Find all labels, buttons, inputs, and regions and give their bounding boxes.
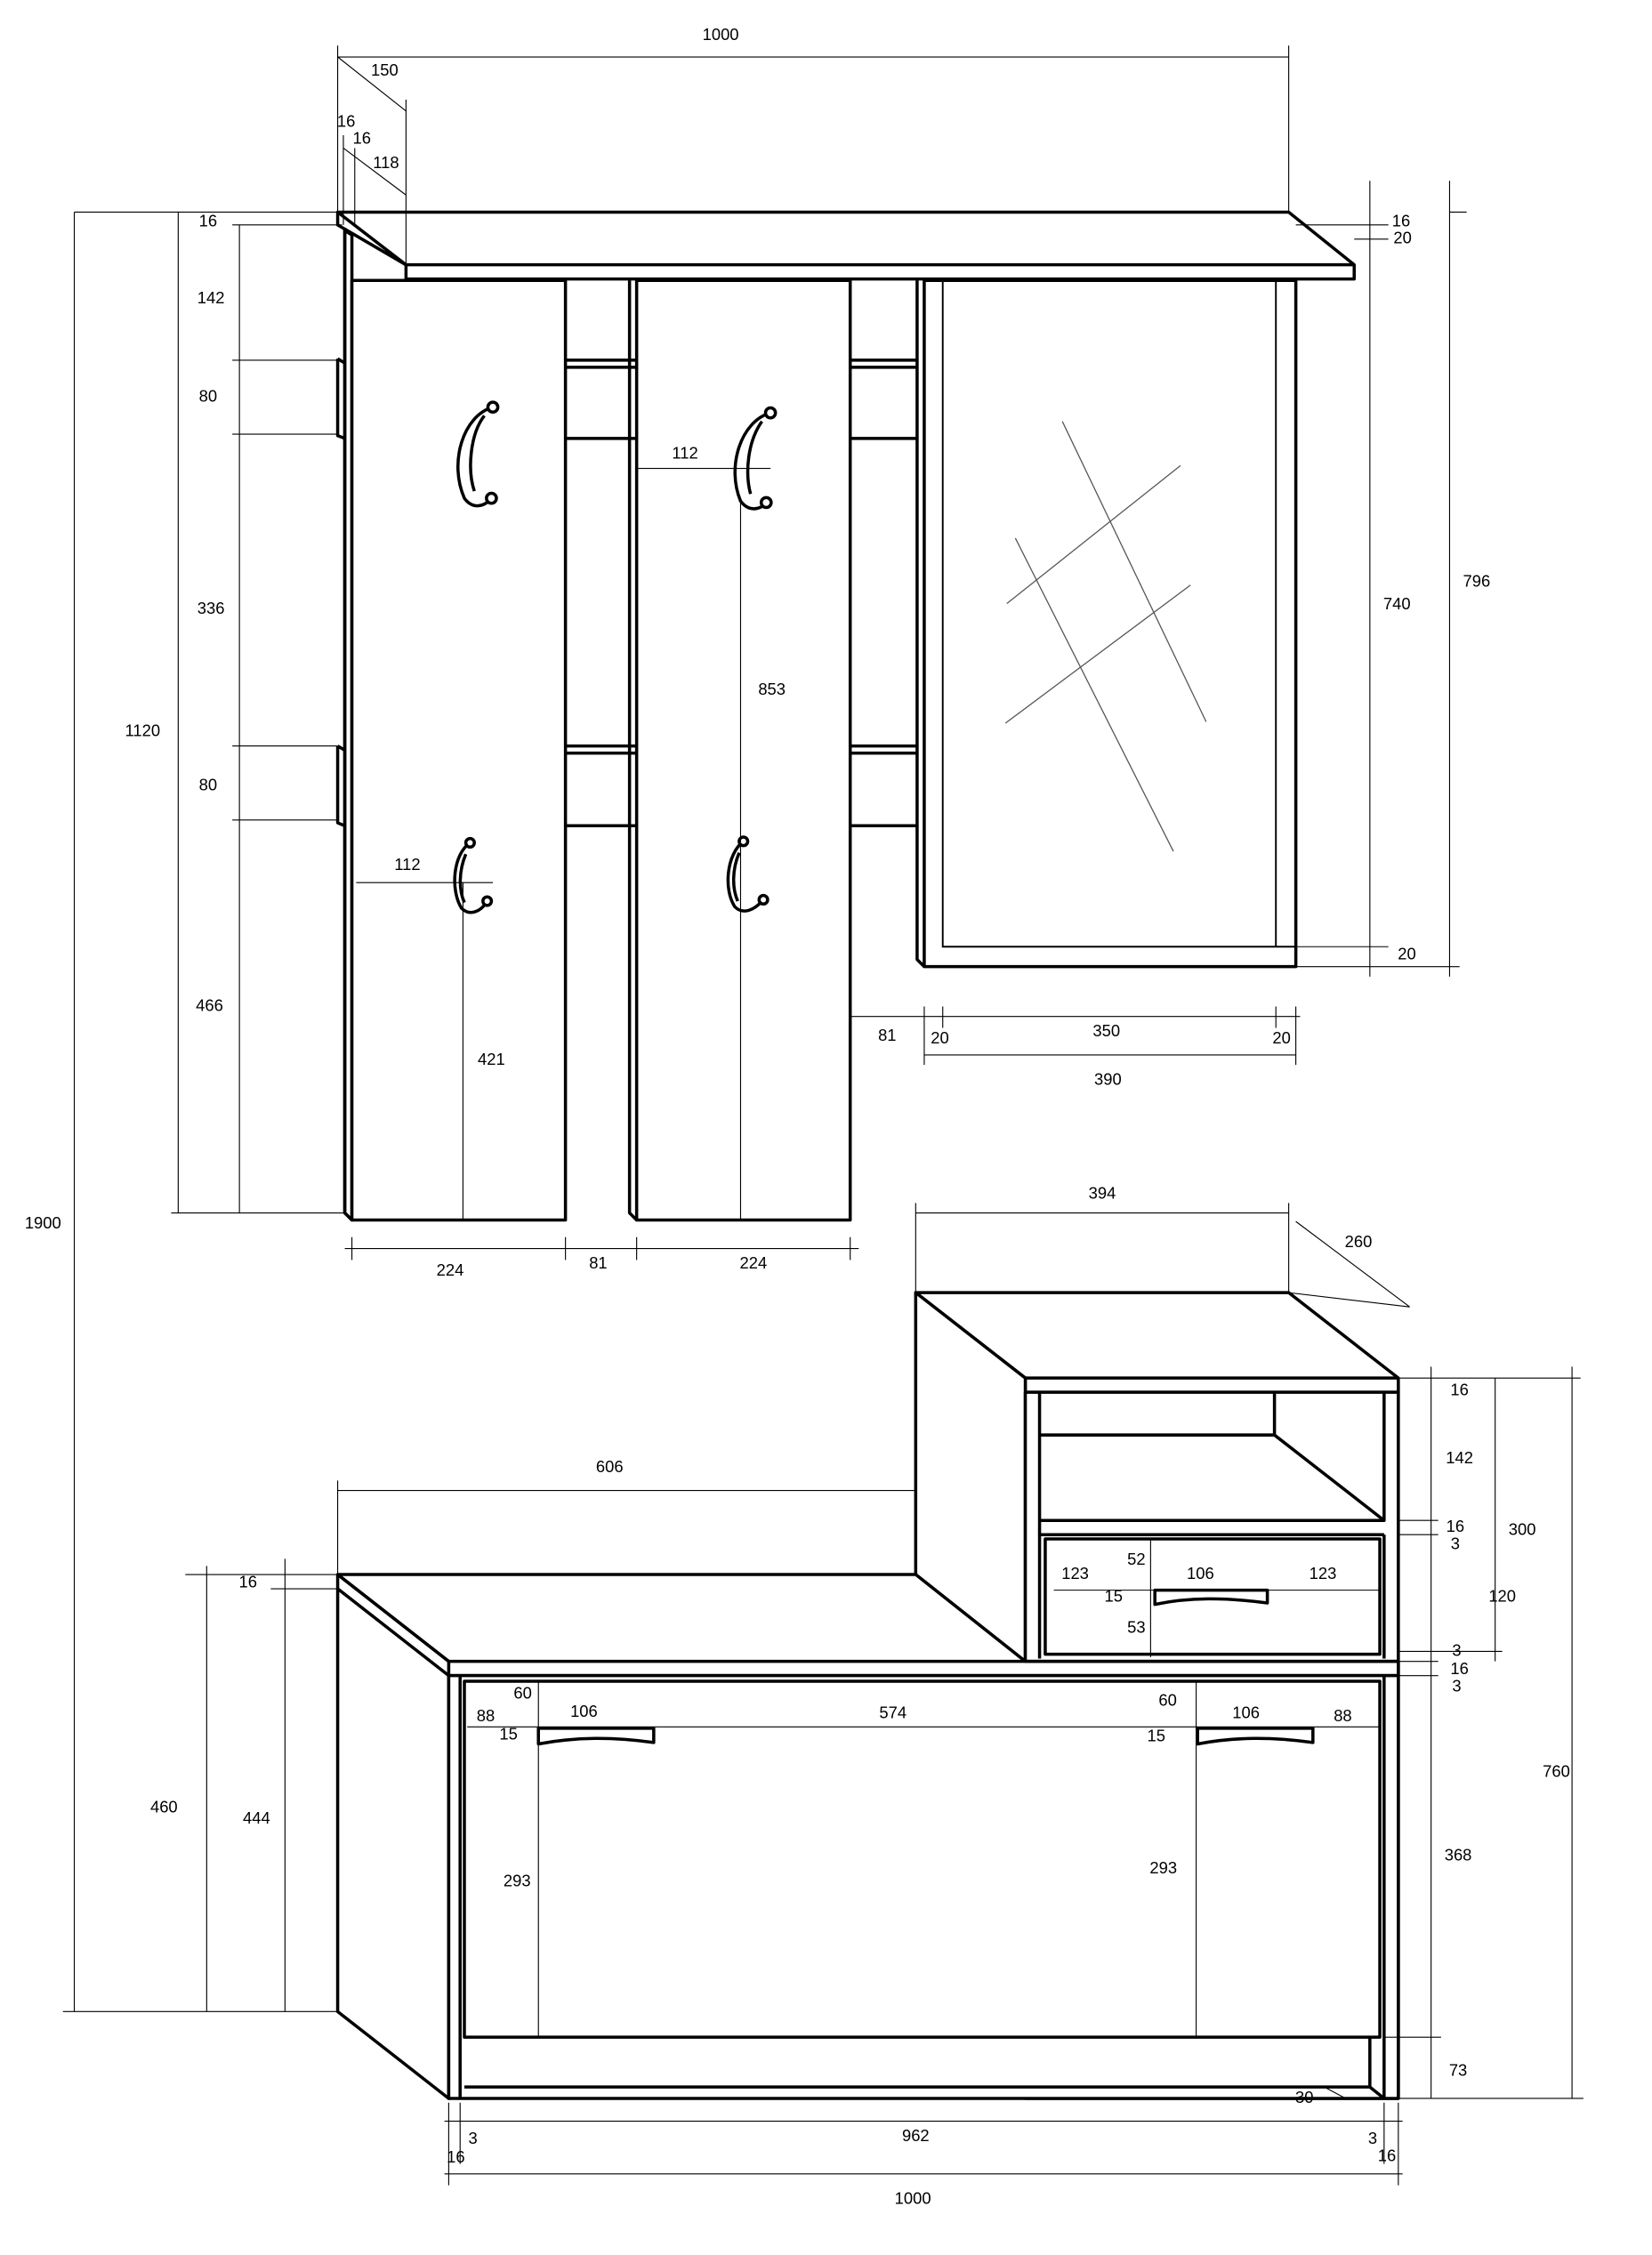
dim-label: 466: [196, 995, 223, 1014]
dim-label: 444: [243, 1808, 270, 1827]
dim-label: 260: [1345, 1232, 1373, 1251]
dim-label: 52: [1127, 1550, 1145, 1568]
dim-label: 16: [1378, 2146, 1396, 2164]
dim-label: 853: [758, 680, 786, 698]
dim-label: 390: [1094, 1070, 1122, 1089]
dim-label: 3: [1452, 1676, 1461, 1695]
dimension-labels: 1000 150 16 16 118 16 142 80 336 1120 80…: [25, 25, 1570, 2208]
dim-label: 1120: [125, 721, 161, 739]
dim-label: 15: [1105, 1586, 1123, 1605]
wall-hanger-unit: [335, 210, 1357, 1222]
dim-label: 81: [878, 1026, 896, 1044]
dim-label: 80: [199, 775, 217, 793]
dim-label: 106: [1187, 1564, 1214, 1583]
dim-label: 1900: [25, 1213, 61, 1232]
dim-label: 20: [1398, 945, 1415, 963]
dim-label: 3: [468, 2129, 477, 2147]
dim-label: 123: [1061, 1564, 1089, 1583]
coat-hook-icon: [453, 400, 778, 914]
dim-label: 53: [1127, 1618, 1145, 1637]
dim-label: 740: [1383, 594, 1411, 613]
dim-label: 394: [1089, 1184, 1116, 1203]
dim-label: 293: [1149, 1858, 1177, 1877]
dim-label: 16: [337, 111, 355, 130]
dim-label: 421: [478, 1050, 505, 1068]
dim-label: 60: [1158, 1690, 1176, 1709]
dim-label: 3: [1451, 1534, 1460, 1552]
dim-label: 16: [239, 1572, 257, 1591]
dim-label: 15: [499, 1725, 517, 1744]
dim-label: 16: [353, 129, 371, 148]
dim-label: 20: [931, 1028, 948, 1047]
dim-label: 760: [1543, 1761, 1570, 1780]
dim-label: 142: [197, 288, 225, 307]
dim-label: 1000: [703, 25, 739, 44]
dim-label: 112: [672, 443, 697, 462]
dim-label: 368: [1445, 1846, 1472, 1864]
dimension-lines: [62, 45, 1584, 2186]
small-drawer: [1044, 1537, 1382, 1656]
bench-flap-door: [463, 1679, 1382, 2039]
dim-label: 88: [477, 1706, 495, 1725]
dim-label: 574: [879, 1703, 907, 1722]
dim-label: 15: [1148, 1726, 1165, 1744]
drawer-handle-icon: [1153, 1588, 1269, 1607]
dim-label: 300: [1509, 1519, 1536, 1538]
dim-label: 123: [1310, 1564, 1337, 1583]
dim-label: 80: [199, 386, 217, 405]
dim-label: 3: [1452, 1640, 1461, 1659]
mirror-reflection-lines: [1004, 421, 1207, 852]
dim-label: 3: [1368, 2129, 1377, 2147]
dim-label: 106: [1232, 1703, 1260, 1722]
dim-label: 112: [394, 855, 420, 874]
dim-label: 16: [447, 2147, 464, 2166]
dim-label: 293: [504, 1872, 531, 1890]
door-handle-right-icon: [1196, 1727, 1315, 1746]
dim-label: 88: [1334, 1706, 1351, 1725]
dim-label: 962: [902, 2126, 930, 2145]
dim-label: 606: [596, 1457, 624, 1476]
middle-hanger-panel: [634, 278, 852, 1222]
mirror-panel: [923, 278, 1298, 969]
top-shelf: [335, 210, 1357, 281]
dim-label: 336: [197, 599, 225, 617]
dim-label: 224: [740, 1253, 768, 1272]
dim-label: 118: [373, 153, 399, 172]
dim-label: 120: [1488, 1586, 1516, 1605]
dim-label: 350: [1092, 1021, 1120, 1040]
dim-label: 1000: [895, 2188, 931, 2207]
dim-label: 106: [570, 1702, 598, 1720]
dim-label: 81: [589, 1253, 607, 1272]
bench-side: [335, 1587, 451, 2100]
dim-label: 150: [371, 60, 399, 79]
dim-label: 460: [150, 1797, 178, 1816]
dim-label: 60: [513, 1683, 531, 1702]
dim-label: 73: [1449, 2060, 1467, 2079]
dim-label: 16: [1450, 1380, 1468, 1398]
dim-label: 16: [1392, 212, 1410, 230]
dim-label: 16: [1450, 1659, 1468, 1678]
dim-label: 20: [1393, 229, 1411, 247]
door-handle-left-icon: [536, 1727, 656, 1746]
dim-label: 142: [1446, 1448, 1473, 1467]
dim-label: 16: [1447, 1517, 1464, 1535]
shoe-bench-unit: [335, 1291, 1400, 2100]
dim-label: 16: [199, 212, 217, 230]
dim-label: 30: [1295, 2088, 1313, 2106]
dim-label: 20: [1272, 1028, 1290, 1047]
rails: [565, 358, 919, 827]
dim-label: 796: [1463, 571, 1491, 590]
dim-label: 224: [437, 1260, 464, 1279]
